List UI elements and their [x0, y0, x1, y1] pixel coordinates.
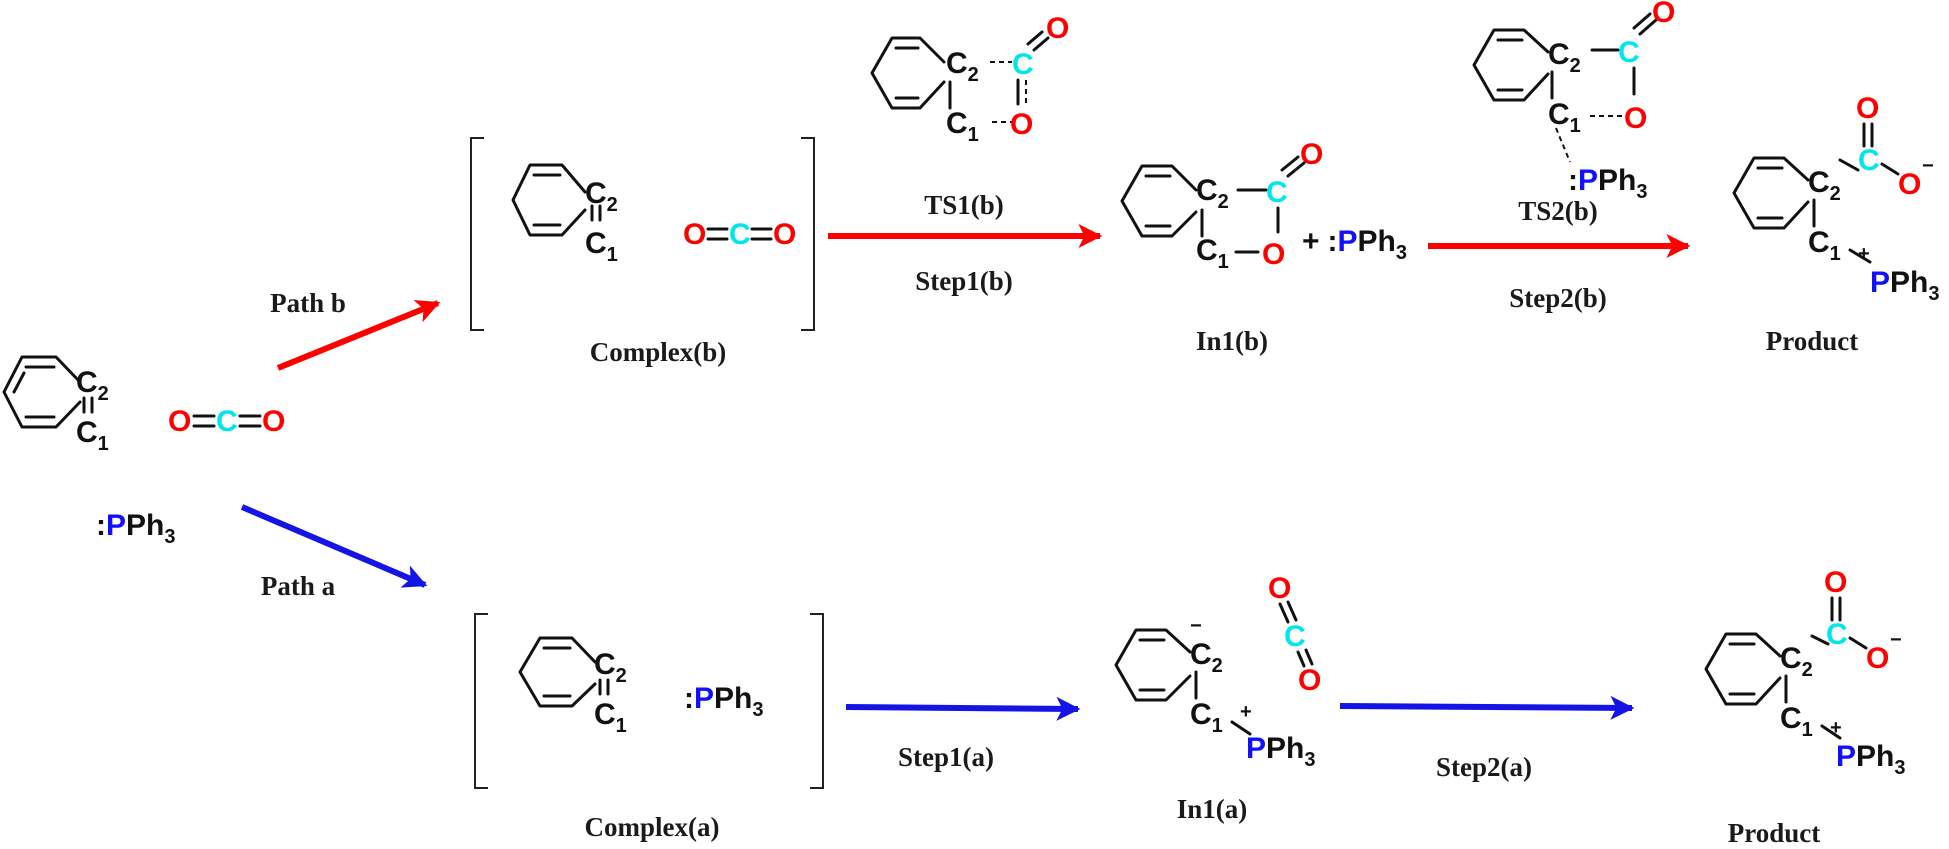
- svg-text:+: +: [1858, 243, 1870, 265]
- benzyne-reactant: C2 C1: [2, 355, 109, 455]
- step1-a-arrow: [845, 696, 1081, 721]
- svg-text:−: −: [1922, 155, 1934, 177]
- complex-b-bracket-right: [801, 137, 815, 331]
- svg-text:−: −: [1890, 629, 1902, 651]
- complex-b-benzyne: C2 C1: [511, 163, 618, 266]
- svg-text:O: O: [1298, 664, 1321, 697]
- c2-atom: C2: [1548, 38, 1581, 77]
- svg-text:O: O: [683, 218, 706, 251]
- step2-a-arrow: [1339, 695, 1635, 720]
- path-b-label: Path b: [270, 288, 346, 318]
- c1-atom: C1: [1808, 226, 1841, 265]
- co2-reactant: O C O: [168, 405, 285, 438]
- complex-a-benzyne: C2 C1: [518, 636, 627, 737]
- path-a-arrow: [240, 504, 428, 588]
- c2-atom: C2: [1808, 166, 1841, 205]
- c2-atom: C2: [1196, 174, 1229, 213]
- svg-text:PPh3: PPh3: [1836, 740, 1905, 779]
- path-b-arrow: [276, 300, 441, 371]
- c1-atom: C1: [1196, 234, 1229, 273]
- complex-b-label: Complex(b): [590, 337, 727, 367]
- c1-atom: C1: [585, 227, 618, 266]
- pph3-complex-a: :PPh3: [684, 682, 763, 721]
- c1-atom: C1: [946, 107, 979, 146]
- c1-atom: C1: [594, 698, 627, 737]
- c1-atom: C1: [1190, 698, 1223, 737]
- in1-a-structure: − C2 C1 + PPh3: [1114, 615, 1315, 771]
- svg-text:O: O: [1268, 572, 1291, 605]
- svg-text:O: O: [1046, 12, 1069, 45]
- c1-atom: C1: [1548, 98, 1581, 137]
- product-a-structure: C2 C1 C O O − + PPh3: [1704, 566, 1905, 779]
- pph3-in1-b: +:PPh3: [1302, 225, 1407, 264]
- c1-atom: C1: [1780, 702, 1813, 741]
- pph3-ts2-b: :PPh3: [1568, 164, 1647, 203]
- product-b-label: Product: [1766, 326, 1859, 356]
- c1-atom: C1: [76, 416, 109, 455]
- svg-text:PPh3: PPh3: [1246, 732, 1315, 771]
- svg-text:C: C: [1284, 620, 1306, 653]
- product-b-structure: C2 C1 C O O − + PPh3: [1732, 92, 1939, 305]
- in1-b-structure: C2 C1 C O O: [1120, 138, 1323, 273]
- c2-atom: C2: [585, 177, 618, 216]
- svg-text:C: C: [216, 405, 238, 438]
- complex-b-co2: O C O: [683, 218, 796, 251]
- svg-text:PPh3: PPh3: [1870, 266, 1939, 305]
- svg-text:O: O: [1300, 138, 1323, 171]
- svg-text:O: O: [1262, 238, 1285, 271]
- svg-text:+: +: [1240, 701, 1252, 723]
- c2-atom: C2: [946, 47, 979, 86]
- step2-a-label: Step2(a): [1436, 752, 1532, 782]
- pph3-reactant: :PPh3: [96, 509, 175, 548]
- step1-b-label: Step1(b): [915, 266, 1013, 296]
- svg-text:C: C: [729, 218, 751, 251]
- c2-atom: C2: [76, 366, 109, 405]
- product-a-label: Product: [1728, 818, 1821, 848]
- ts1-b-structure: C2 C1 C O O: [870, 12, 1069, 146]
- in1-a-label: In1(a): [1177, 794, 1248, 824]
- svg-text:C: C: [1618, 36, 1640, 69]
- ts2-b-structure: C2 C1 C O O: [1472, 0, 1675, 163]
- svg-text:O: O: [1898, 168, 1921, 201]
- step1-a-label: Step1(a): [898, 742, 994, 772]
- svg-text:O: O: [773, 218, 796, 251]
- complex-a-bracket-left: [474, 613, 488, 789]
- ts1-b-label: TS1(b): [924, 190, 1004, 220]
- svg-text:O: O: [1866, 642, 1889, 675]
- c2-atom: C2: [594, 648, 627, 687]
- svg-text:C: C: [1266, 176, 1288, 209]
- svg-text:O: O: [1824, 566, 1847, 599]
- svg-text:−: −: [1190, 615, 1202, 637]
- in1-b-label: In1(b): [1196, 326, 1268, 356]
- svg-text:O: O: [1010, 108, 1033, 141]
- svg-text:O: O: [1624, 102, 1647, 135]
- svg-text:O: O: [1652, 0, 1675, 29]
- svg-text:C: C: [1826, 618, 1848, 651]
- c2-atom: C2: [1190, 638, 1223, 677]
- step2-b-label: Step2(b): [1509, 283, 1607, 313]
- svg-text:O: O: [168, 405, 191, 438]
- svg-text:C: C: [1858, 144, 1880, 177]
- svg-text:O: O: [262, 405, 285, 438]
- path-a-label: Path a: [261, 571, 336, 601]
- complex-a-label: Complex(a): [585, 812, 720, 842]
- svg-text:+: +: [1830, 717, 1842, 739]
- ts2-b-label: TS2(b): [1518, 196, 1598, 226]
- svg-text:O: O: [1856, 92, 1879, 125]
- c2-atom: C2: [1780, 642, 1813, 681]
- complex-a-bracket-right: [810, 613, 824, 789]
- svg-text:C: C: [1012, 48, 1034, 81]
- in1-a-co2: O C O: [1268, 572, 1321, 697]
- complex-b-bracket-left: [470, 137, 484, 331]
